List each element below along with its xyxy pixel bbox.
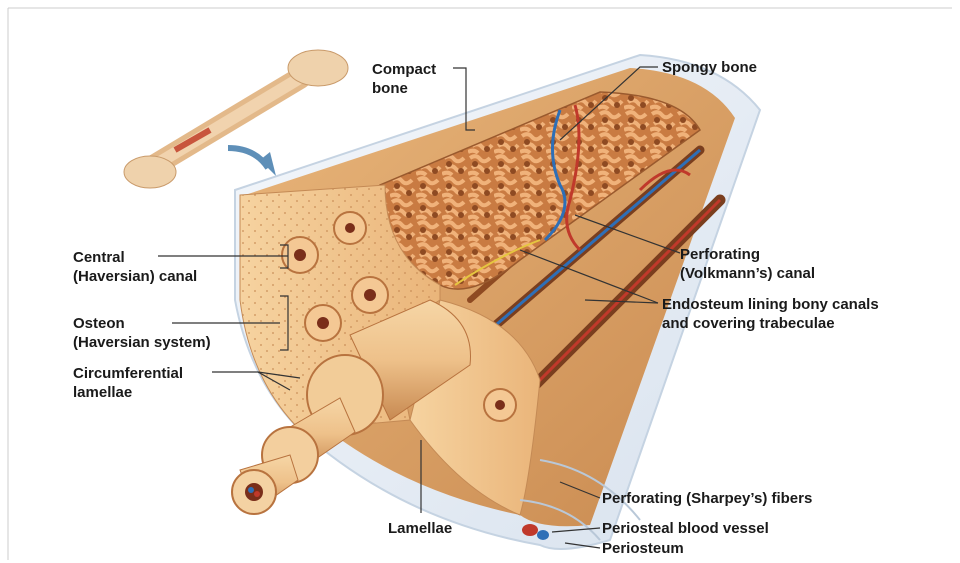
- label-perforating-canal: Perforating (Volkmann’s) canal: [680, 245, 815, 283]
- label-sharpey-fibers: Perforating (Sharpey’s) fibers: [602, 489, 812, 508]
- label-circumferential-line2: lamellae: [73, 383, 183, 402]
- label-osteon-line1: Osteon: [73, 314, 211, 333]
- label-circumferential-lamellae: Circumferential lamellae: [73, 364, 183, 402]
- label-compact-bone-line2: bone: [372, 79, 436, 98]
- label-central-canal: Central (Haversian) canal: [73, 248, 197, 286]
- label-central-canal-line2: (Haversian) canal: [73, 267, 197, 286]
- label-spongy-bone: Spongy bone: [662, 58, 757, 77]
- label-central-canal-line1: Central: [73, 248, 197, 267]
- label-compact-bone: Compact bone: [372, 60, 436, 98]
- periosteal-vessel-artery: [522, 524, 538, 536]
- label-endosteum-line2: and covering trabeculae: [662, 314, 879, 333]
- label-periosteum: Periosteum: [602, 539, 684, 558]
- label-perforating-canal-line1: Perforating: [680, 245, 815, 264]
- arrow-icon: [228, 148, 268, 168]
- label-osteon-line2: (Haversian system): [73, 333, 211, 352]
- label-compact-bone-line1: Compact: [372, 60, 436, 79]
- label-perforating-canal-line2: (Volkmann’s) canal: [680, 264, 815, 283]
- label-endosteum: Endosteum lining bony canals and coverin…: [662, 295, 879, 333]
- label-lamellae: Lamellae: [388, 519, 452, 538]
- label-circumferential-line1: Circumferential: [73, 364, 183, 383]
- label-endosteum-line1: Endosteum lining bony canals: [662, 295, 879, 314]
- periosteal-vessel-vein: [537, 530, 549, 540]
- label-osteon: Osteon (Haversian system): [73, 314, 211, 352]
- label-periosteal-blood-vessel: Periosteal blood vessel: [602, 519, 769, 538]
